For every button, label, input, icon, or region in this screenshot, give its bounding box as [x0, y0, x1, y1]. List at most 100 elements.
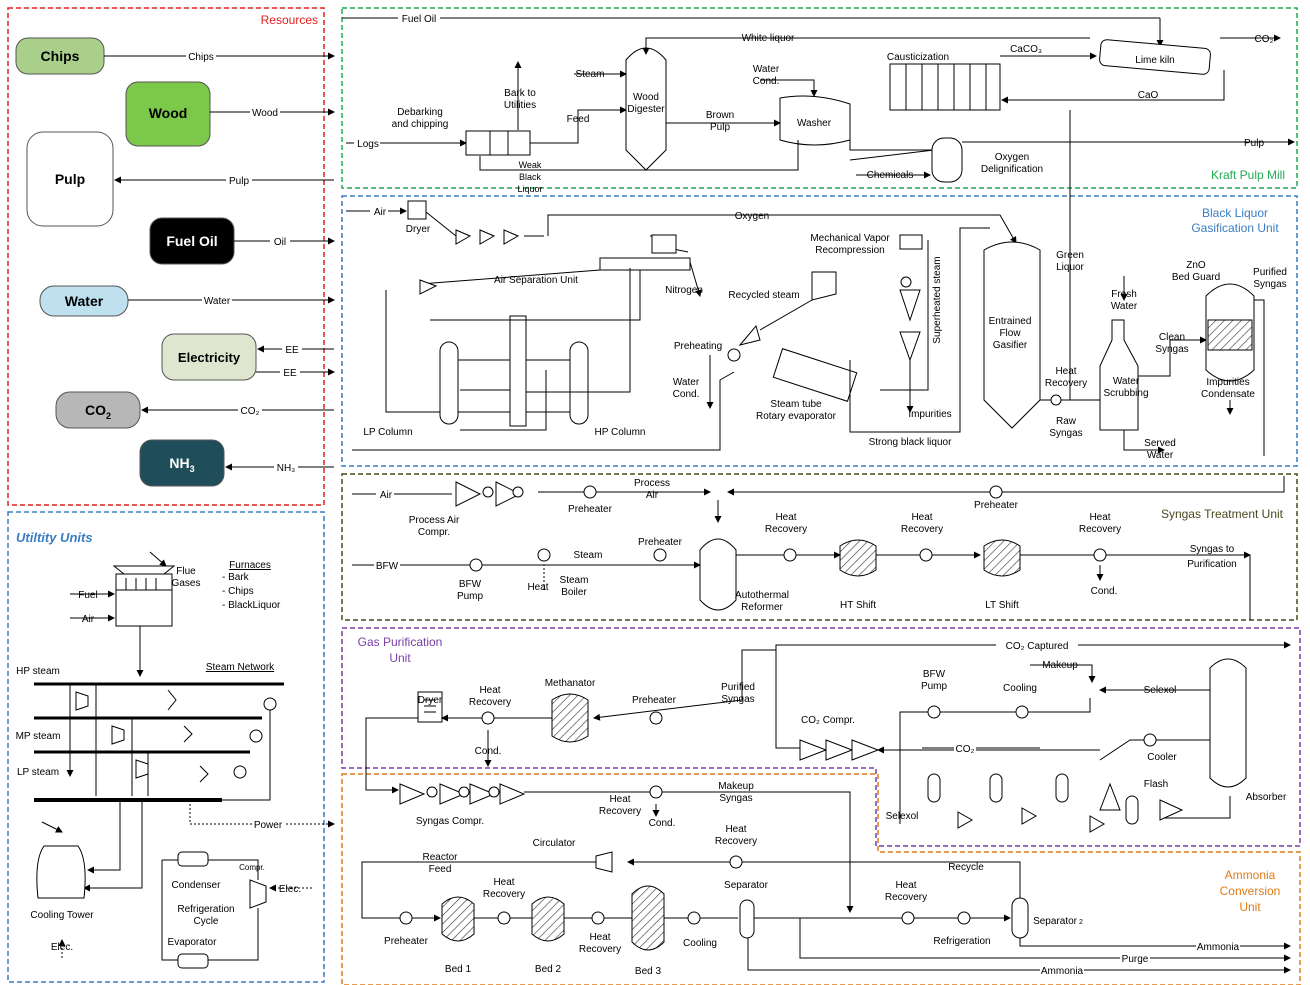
svg-text:HT Shift: HT Shift: [840, 600, 876, 611]
svg-text:Syngas: Syngas: [721, 694, 754, 705]
svg-text:Syngas: Syngas: [719, 793, 752, 804]
svg-text:Purified: Purified: [1253, 267, 1287, 278]
svg-text:Air: Air: [646, 490, 659, 501]
svg-text:Liquor: Liquor: [1056, 262, 1084, 273]
svg-text:Preheater: Preheater: [638, 537, 683, 548]
svg-text:Steam: Steam: [576, 69, 605, 80]
svg-text:Superheated steam: Superheated steam: [932, 256, 943, 343]
svg-text:LP steam: LP steam: [17, 767, 59, 778]
svg-text:Dryer: Dryer: [418, 695, 443, 706]
svg-text:Methanator: Methanator: [545, 678, 596, 689]
svg-text:Preheating: Preheating: [674, 341, 722, 352]
svg-text:LP Column: LP Column: [363, 427, 412, 438]
svg-text:Makeup: Makeup: [718, 781, 754, 792]
syngas-title: Syngas Treatment Unit: [1161, 507, 1284, 521]
svg-text:and chipping: and chipping: [392, 119, 449, 130]
svg-text:Elec.: Elec.: [51, 942, 73, 953]
svg-text:Bed 3: Bed 3: [635, 966, 662, 977]
svg-text:Power: Power: [254, 820, 283, 831]
svg-text:Liquor: Liquor: [517, 184, 542, 194]
svg-text:Syngas: Syngas: [1155, 344, 1188, 355]
wood-flow-label: Wood: [252, 108, 278, 119]
svg-text:MP steam: MP steam: [16, 731, 61, 742]
chips-label: Chips: [41, 48, 80, 64]
svg-text:HP steam: HP steam: [16, 666, 60, 677]
svg-text:Process: Process: [634, 478, 670, 489]
co2-flow-label: CO₂: [241, 406, 260, 417]
svg-text:Purge: Purge: [1122, 954, 1149, 965]
ammonia-title-1: Ammonia: [1225, 868, 1276, 882]
svg-text:Water: Water: [673, 377, 700, 388]
svg-text:CO₂: CO₂: [1255, 34, 1274, 45]
svg-text:Heat: Heat: [1055, 366, 1076, 377]
svg-text:Gases: Gases: [172, 578, 201, 589]
svg-text:Strong black liquor: Strong black liquor: [869, 437, 952, 448]
svg-text:Heat: Heat: [527, 582, 548, 593]
svg-text:Circulator: Circulator: [533, 838, 576, 849]
svg-text:Clean: Clean: [1159, 332, 1185, 343]
svg-text:Cooling: Cooling: [683, 938, 717, 949]
svg-text:Impurities: Impurities: [1206, 377, 1249, 388]
svg-text:Evaporator: Evaporator: [168, 937, 218, 948]
svg-text:Refrigeration: Refrigeration: [177, 904, 234, 915]
fueloil-flow-label: Fuel Oil: [402, 14, 436, 25]
svg-text:Wood: Wood: [633, 92, 659, 103]
svg-text:Syngas Compr.: Syngas Compr.: [416, 816, 484, 827]
gaspur-labels: CO₂ Captured Makeup BFW Pump Cooling Sel…: [418, 639, 1287, 822]
svg-text:Reformer: Reformer: [741, 602, 783, 613]
svg-text:Heat: Heat: [1089, 512, 1110, 523]
svg-text:Gasifier: Gasifier: [993, 340, 1028, 351]
utility-title: Utiltity Units: [16, 530, 93, 545]
svg-text:Mechanical Vapor: Mechanical Vapor: [810, 233, 890, 244]
svg-text:Recovery: Recovery: [885, 892, 927, 903]
svg-text:Flow: Flow: [999, 328, 1021, 339]
svg-text:BFW: BFW: [923, 669, 946, 680]
svg-text:Recovery: Recovery: [1045, 378, 1087, 389]
svg-text:Utilities: Utilities: [504, 100, 536, 111]
svg-text:Water: Water: [1113, 376, 1140, 387]
svg-text:Green: Green: [1056, 250, 1084, 261]
svg-text:- BlackLiquor: - BlackLiquor: [222, 600, 281, 611]
svg-text:Preheater: Preheater: [632, 695, 677, 706]
svg-text:Recovery: Recovery: [765, 524, 807, 535]
svg-text:Autothermal: Autothermal: [735, 590, 789, 601]
svg-text:Condenser: Condenser: [172, 880, 222, 891]
blq-title-2: Gasification Unit: [1191, 221, 1279, 235]
svg-text:Raw: Raw: [1056, 416, 1077, 427]
logs-flow-label: Logs: [357, 139, 379, 150]
svg-text:Flue: Flue: [176, 566, 196, 577]
svg-text:CO₂ Captured: CO₂ Captured: [1006, 641, 1069, 652]
svg-text:Heat: Heat: [609, 794, 630, 805]
blq-title-1: Black Liquor: [1202, 206, 1268, 220]
air-flow-label: Air: [374, 207, 387, 218]
oil-flow-label: Oil: [274, 237, 286, 248]
ee1-flow-label: EE: [285, 345, 299, 356]
svg-text:- Chips: - Chips: [222, 586, 254, 597]
svg-text:Nitrogen: Nitrogen: [665, 285, 703, 296]
svg-text:Air: Air: [82, 614, 95, 625]
svg-text:Cond.: Cond.: [753, 76, 780, 87]
resources-group: Chips Wood Pulp Fuel Oil Water Electrici…: [16, 38, 334, 486]
svg-text:Heat: Heat: [493, 877, 514, 888]
svg-text:Bed 1: Bed 1: [445, 964, 472, 975]
svg-text:Refrigeration: Refrigeration: [933, 936, 990, 947]
svg-text:Cycle: Cycle: [193, 916, 218, 927]
svg-text:Syngas to: Syngas to: [1190, 544, 1235, 555]
gaspur-border: [342, 628, 1300, 846]
svg-text:Oxygen: Oxygen: [735, 211, 769, 222]
svg-text:Impurities: Impurities: [908, 409, 951, 420]
svg-text:Cooling Tower: Cooling Tower: [30, 910, 94, 921]
svg-text:Fresh: Fresh: [1111, 289, 1137, 300]
svg-text:BFW: BFW: [376, 561, 399, 572]
svg-text:Purification: Purification: [1187, 559, 1236, 570]
svg-text:Bed 2: Bed 2: [535, 964, 562, 975]
svg-text:Separator: Separator: [724, 880, 769, 891]
svg-text:Compr.: Compr.: [239, 863, 265, 872]
svg-text:Bark to: Bark to: [504, 88, 536, 99]
water-label: Water: [65, 293, 104, 309]
svg-text:Black: Black: [519, 172, 542, 182]
gaspur-title-2: Unit: [389, 651, 411, 665]
kraft-group: [342, 18, 1294, 256]
